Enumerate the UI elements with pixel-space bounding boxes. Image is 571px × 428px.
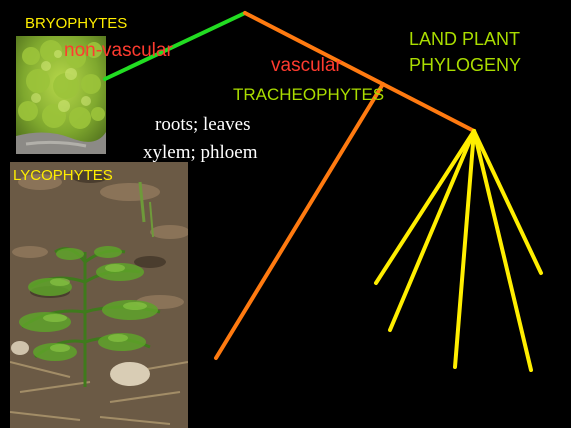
lycophytes-label: LYCOPHYTES: [13, 168, 113, 183]
title-line-1: LAND PLANT: [409, 30, 520, 48]
title-line-2: PHYLOGENY: [409, 56, 521, 74]
non-vascular-label: non-vascular: [64, 41, 173, 60]
yellow-branch-4: [474, 131, 531, 370]
yellow-branch-1: [376, 131, 474, 283]
traits-line-2: xylem; phloem: [143, 143, 258, 162]
vascular-label: vascular: [271, 56, 342, 75]
tracheophytes-label: TRACHEOPHYTES: [233, 86, 384, 103]
yellow-branch-5: [474, 131, 541, 273]
bryophytes-label: BRYOPHYTES: [25, 16, 127, 31]
traits-line-1: roots; leaves: [155, 115, 251, 134]
